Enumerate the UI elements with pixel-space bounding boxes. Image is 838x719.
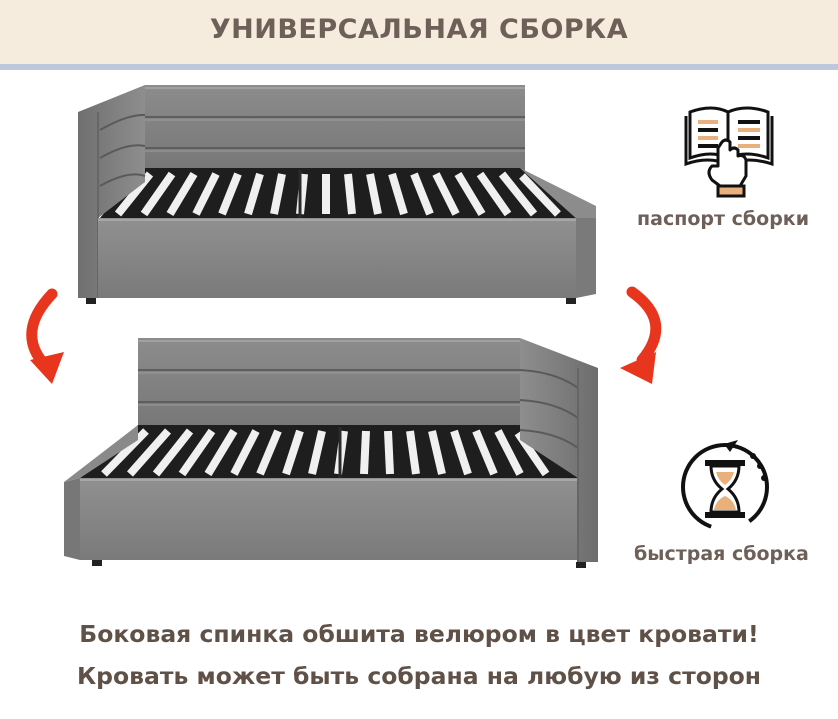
- rotate-arrow-right-icon: [620, 286, 662, 384]
- bed-right-backrest: [64, 338, 598, 568]
- footer-text-line-2: Кровать может быть собрана на любую из с…: [76, 662, 762, 690]
- header-divider: [0, 64, 838, 70]
- page-title: УНИВЕРСАЛЬНАЯ СБОРКА: [209, 14, 629, 45]
- assembly-manual-icon: [684, 106, 774, 198]
- rotate-arrow-left-icon: [26, 288, 64, 384]
- bed-left-backrest: [78, 85, 596, 304]
- hourglass-timer-icon: [680, 440, 770, 532]
- fast-assembly-label: быстрая сборка: [634, 543, 809, 565]
- assembly-passport-label: паспорт сборки: [637, 208, 810, 230]
- header-band: [0, 0, 838, 64]
- footer-text-line-1: Боковая спинка обшита велюром в цвет кро…: [79, 620, 759, 648]
